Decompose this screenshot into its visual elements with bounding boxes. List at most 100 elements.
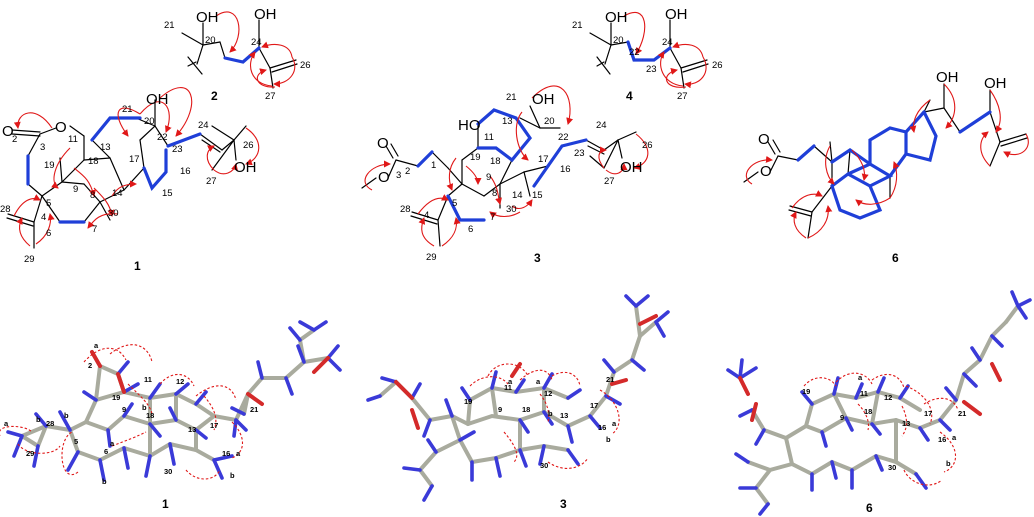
- model-caption-3: 3: [560, 497, 567, 511]
- model-label: a: [952, 433, 957, 442]
- atom-oh-c20: OH: [146, 91, 169, 108]
- locant: 24: [662, 37, 673, 48]
- atom-o-ester: O: [378, 169, 390, 186]
- model-label: 13: [560, 411, 568, 420]
- locant: 22: [558, 132, 569, 143]
- model-label: b: [606, 435, 611, 444]
- compound-label-1: 1: [134, 259, 141, 273]
- model-caption-1: 1: [162, 497, 169, 511]
- model-label: 2: [88, 361, 92, 370]
- model-caption-6: 6: [866, 501, 873, 515]
- locant: 23: [646, 64, 657, 75]
- locant: 7: [92, 224, 97, 235]
- skeleton-bonds: [361, 105, 637, 247]
- oxygens: [394, 314, 658, 430]
- locant: 21: [572, 20, 583, 31]
- model-label: 12: [884, 393, 892, 402]
- oxygens: [90, 350, 330, 406]
- atom-oh-c20: OH: [936, 69, 959, 86]
- atom-o-lactone: O: [55, 119, 67, 136]
- model-label: b: [946, 459, 951, 468]
- structure-1: O O OH OH 3 11 19 18 13 2 9 8 14 17 16 1…: [0, 87, 260, 273]
- atom-oh-c25: OH: [620, 159, 643, 176]
- atom-o-carbonyl: O: [2, 123, 14, 140]
- model-label: 16: [598, 423, 606, 432]
- locant: 21: [164, 20, 175, 31]
- locant: 26: [243, 140, 254, 151]
- locant: 26: [642, 140, 653, 151]
- model-label: a: [536, 377, 541, 386]
- atom-o-carbonyl: O: [758, 131, 770, 148]
- locant: 5: [46, 198, 51, 209]
- locant: 7: [490, 212, 495, 223]
- atom-oh-c20: OH: [532, 91, 555, 108]
- model-label: a: [236, 449, 241, 458]
- atom-oh-c24: OH: [254, 6, 277, 23]
- model-label: a: [110, 439, 115, 448]
- model-label: 28: [46, 419, 54, 428]
- model-label: 19: [112, 393, 120, 402]
- model-label: 18: [146, 411, 154, 420]
- locant: 24: [251, 37, 262, 48]
- locant: 18: [88, 156, 99, 167]
- model-label: 11: [144, 375, 152, 384]
- locant: 2: [12, 134, 17, 145]
- atom-o-ester: O: [760, 163, 772, 180]
- model-label: 13: [902, 419, 910, 428]
- compound-label-4: 4: [626, 89, 633, 103]
- locant: 3: [396, 170, 401, 181]
- structure-3: O O HO OH OH 11 13 19 18 9 1 2 3 8 14 15…: [361, 85, 653, 265]
- model-label: 17: [590, 401, 598, 410]
- locant: 11: [484, 132, 494, 143]
- model-label: b: [36, 415, 41, 424]
- locant: 4: [424, 210, 429, 221]
- locant: 30: [108, 208, 119, 219]
- locant: 28: [400, 204, 411, 215]
- noe-correlations: [469, 363, 620, 469]
- model-label: a: [4, 419, 9, 428]
- locant: 28: [0, 204, 11, 215]
- locant: 23: [172, 144, 183, 155]
- noe-correlations: [803, 372, 959, 486]
- skeleton-bonds: [743, 83, 1028, 239]
- model-label: 17: [210, 421, 218, 430]
- model-label: b: [64, 411, 69, 420]
- model-6: 19 a 11 12 18 13 9 17 21 16 30 a b 6: [726, 290, 1032, 516]
- locant: 20: [613, 35, 624, 46]
- model-3: 19 11 a a 12 21 b 9 18 13 17 16 a 30 b 3: [366, 294, 670, 511]
- oxygens: [738, 362, 1002, 422]
- structure-6: O O OH OH 6: [743, 69, 1029, 265]
- hmbc-arrows: [13, 87, 260, 247]
- locant: 29: [24, 254, 35, 265]
- model-label: 13: [188, 425, 196, 434]
- locant: 8: [492, 188, 497, 199]
- hydrogens: [366, 294, 670, 502]
- skeleton-bonds: [589, 19, 709, 89]
- locant: 19: [44, 160, 55, 171]
- model-label: 19: [464, 397, 472, 406]
- cosy-bonds: [26, 116, 202, 224]
- locant: 27: [677, 91, 688, 102]
- locant: 21: [506, 92, 517, 103]
- model-label: a: [858, 373, 863, 382]
- model-label: b: [142, 403, 147, 412]
- locant: 18: [490, 156, 501, 167]
- skeleton-bonds: [181, 19, 298, 89]
- locant: 15: [162, 188, 173, 199]
- hydrogens: [726, 290, 1032, 516]
- hmbc-arrows: [745, 83, 1029, 239]
- model-label: 21: [958, 409, 966, 418]
- model-label: 11: [504, 383, 512, 392]
- model-label: 6: [104, 447, 108, 456]
- locant: 9: [73, 184, 78, 195]
- hmbc-arrows: [215, 11, 296, 88]
- atom-oh-c24: OH: [665, 6, 688, 23]
- cosy-bonds: [796, 110, 992, 220]
- locant: 17: [538, 154, 549, 165]
- structure-4: OH OH 21 20 22 23 24 26 27 4: [572, 6, 723, 103]
- model-1: a 2 11 b 12 19 9 18 b 28 a b 29 5 13 6 a…: [0, 320, 342, 511]
- atom-oh-c24: OH: [984, 75, 1007, 92]
- model-label: 16: [938, 435, 946, 444]
- skeleton-sticks: [378, 304, 658, 488]
